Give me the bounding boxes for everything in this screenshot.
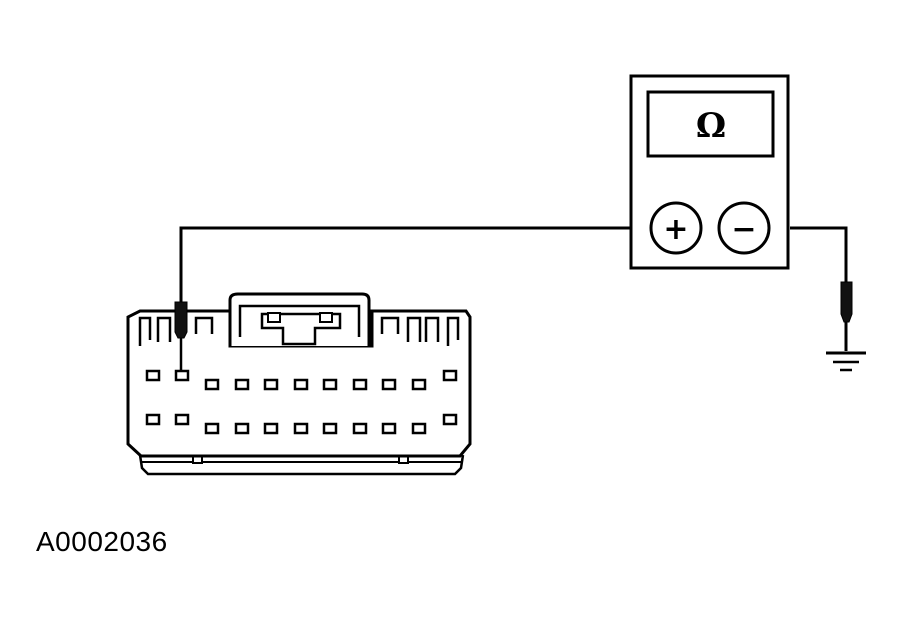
pin-row-top (145, 369, 458, 391)
pin (381, 378, 397, 391)
pin (263, 422, 279, 435)
figure-reference-id: A0002036 (36, 526, 168, 557)
connector-base-rail (138, 454, 465, 476)
test-leads (179, 226, 848, 302)
ground-probe (840, 281, 853, 351)
pin (145, 413, 161, 426)
pin (442, 413, 458, 426)
multimeter: Ω + − (629, 74, 790, 270)
pin (322, 422, 338, 435)
positive-test-lead (179, 226, 650, 302)
negative-terminal (717, 201, 771, 255)
positive-probe (174, 301, 188, 371)
pin (352, 422, 368, 435)
pin (411, 378, 427, 391)
pin (293, 422, 309, 435)
minus-icon: − (731, 212, 756, 247)
plus-icon: + (663, 212, 688, 247)
pin (234, 422, 250, 435)
pin (381, 422, 397, 435)
multimeter-display (646, 90, 775, 158)
pin (293, 378, 309, 391)
pin (322, 378, 338, 391)
pin (174, 369, 190, 382)
pin (411, 422, 427, 435)
pin (442, 369, 458, 382)
pin (263, 378, 279, 391)
positive-terminal (649, 201, 703, 255)
ground-icon (826, 351, 866, 372)
pin (204, 378, 220, 391)
pin (145, 369, 161, 382)
negative-test-lead (790, 226, 848, 282)
pin (352, 378, 368, 391)
pin-row-bottom (145, 413, 458, 435)
ohm-symbol: Ω (696, 106, 726, 146)
pin (234, 378, 250, 391)
connector (126, 292, 472, 476)
pin (174, 413, 190, 426)
pin (204, 422, 220, 435)
